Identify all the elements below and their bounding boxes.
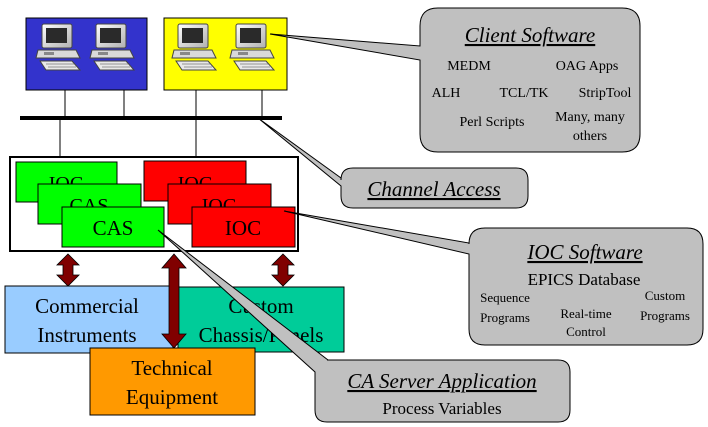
ioc-item: Control <box>566 324 606 339</box>
client-item: ALH <box>432 86 461 101</box>
client-item: Many, many <box>555 110 625 125</box>
ioc-software-subtitle: EPICS Database <box>528 270 641 289</box>
ca-server-subtitle: Process Variables <box>382 399 501 418</box>
ioc-item: Programs <box>640 308 690 323</box>
channel-access-title: Channel Access <box>367 177 500 201</box>
ioc-software-title: IOC Software <box>526 240 642 264</box>
ioc-software-callout <box>283 210 704 346</box>
ca-server-title: CA Server Application <box>347 369 536 393</box>
rack-box <box>61 206 165 248</box>
rack-box-label: CAS <box>93 216 134 240</box>
ioc-item: Programs <box>480 310 530 325</box>
commercial-instruments-label: Instruments <box>37 323 136 347</box>
network-drops <box>59 90 263 160</box>
cas-stack: IOC CAS CAS <box>15 161 165 248</box>
rack-box-label: IOC <box>225 216 261 240</box>
ioc-stack: IOC IOC IOC <box>143 160 296 248</box>
client-item: others <box>573 129 607 144</box>
ca-server-callout <box>157 229 571 423</box>
client-item: MEDM <box>447 59 491 74</box>
network-bus <box>20 116 282 120</box>
double-arrow-icon <box>271 253 295 287</box>
technical-equipment-box <box>89 347 256 416</box>
client-software-title: Client Software <box>465 23 595 47</box>
commercial-instruments-label: Commercial <box>35 294 139 318</box>
client-item: Perl Scripts <box>460 115 525 130</box>
client-item: StripTool <box>579 86 632 101</box>
client-software-callout <box>269 7 641 153</box>
client-item: OAG Apps <box>556 59 619 74</box>
ioc-item: Real-time <box>560 306 611 321</box>
channel-access-callout <box>257 117 529 209</box>
double-arrow-icon <box>56 253 80 287</box>
ioc-item: Custom <box>645 288 685 303</box>
ioc-item: Sequence <box>480 290 530 305</box>
double-arrow-icon <box>161 253 187 349</box>
client-item: TCL/TK <box>500 86 549 101</box>
technical-equipment-label: Technical <box>131 356 212 380</box>
rack-box <box>191 206 296 248</box>
commercial-instruments-box <box>4 285 174 354</box>
technical-equipment-label: Equipment <box>126 385 218 409</box>
